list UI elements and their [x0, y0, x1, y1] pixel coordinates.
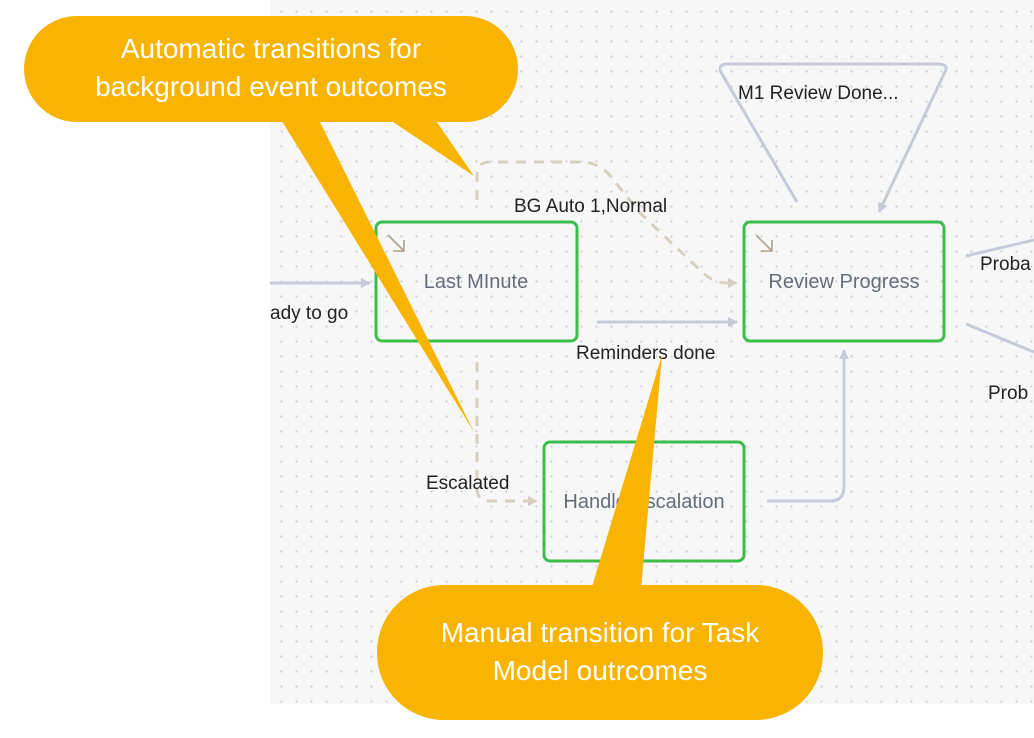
edge-label-escalated: Escalated	[426, 473, 509, 494]
edge-label-ready-to-go: ady to go	[270, 303, 348, 324]
edge-escalation-to-review[interactable]	[767, 349, 849, 503]
callout-automatic-line-2: background event outcomes	[95, 71, 447, 102]
edge-m1-review-done[interactable]	[718, 62, 948, 213]
edge-label-m1-review-done: M1 Review Done...	[738, 83, 899, 104]
auto-start-icon	[755, 234, 773, 252]
state-label: Last MInute	[424, 271, 529, 293]
state-last-minute[interactable]: Last MInute	[374, 220, 579, 343]
edge-label-reminders-done: Reminders done	[576, 343, 715, 364]
edge-prob-bottom[interactable]	[965, 322, 1034, 354]
auto-start-icon	[387, 234, 405, 252]
callout-manual: Manual transition for Task Model outrcom…	[377, 355, 823, 720]
edge-label-prob-bottom: Prob	[988, 383, 1028, 404]
edge-label-prob-top: Proba	[980, 254, 1031, 275]
edge-escalated[interactable]	[475, 362, 538, 506]
callout-automatic: Automatic transitions for background eve…	[24, 16, 518, 432]
callout-automatic-line-1: Automatic transitions for	[121, 33, 421, 64]
callout-manual-line-1: Manual transition for Task	[441, 617, 761, 648]
edge-label-bg-auto: BG Auto 1,Normal	[514, 196, 667, 217]
state-review-progress[interactable]: Review Progress	[742, 220, 946, 343]
callout-manual-line-2: Model outrcomes	[493, 655, 708, 686]
edge-prob-top[interactable]	[965, 238, 1034, 258]
state-label: Review Progress	[768, 271, 919, 293]
